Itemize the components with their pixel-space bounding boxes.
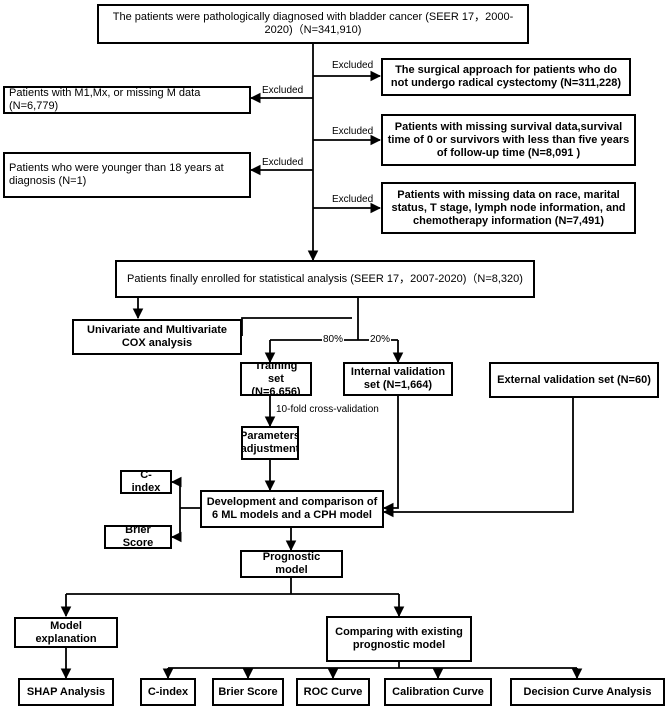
node-younger: Patients who were younger than 18 years … (3, 152, 251, 198)
node-start: The patients were pathologically diagnos… (97, 4, 529, 44)
node-training: Training set (N=6,656) (240, 362, 312, 396)
node-explanation: Model explanation (14, 617, 118, 648)
edge-label-excluded-4: Excluded (262, 157, 304, 168)
node-enrolled: Patients finally enrolled for statistica… (115, 260, 535, 298)
node-cindex-bottom: C-index (140, 678, 196, 706)
node-univariate: Univariate and Multivariate COX analysis (72, 319, 242, 355)
edge-label-80: 80% (322, 334, 345, 346)
node-calibration: Calibration Curve (384, 678, 492, 706)
edge-label-excluded-5: Excluded (332, 194, 374, 205)
node-m1: Patients with M1,Mx, or missing M data (… (3, 86, 251, 114)
node-prognostic: Prognostic model (240, 550, 343, 578)
edge-internal-to-development (382, 396, 399, 514)
edge-label-excluded-3: Excluded (332, 126, 374, 137)
node-comparing: Comparing with existing prognostic model (326, 616, 472, 662)
node-brier-top: Brier Score (104, 525, 172, 549)
node-params: Parameters adjustment (241, 426, 299, 460)
node-shap: SHAP Analysis (18, 678, 114, 706)
node-external: External validation set (N=60) (489, 362, 659, 398)
node-cindex-top: C-index (120, 470, 172, 494)
edge-label-20: 20% (369, 334, 392, 346)
node-surgical: The surgical approach for patients who d… (381, 58, 631, 96)
edge-univariate-back (241, 317, 352, 336)
edge-label-excluded-2: Excluded (262, 85, 304, 96)
edge-label-cv: 10-fold cross-validation (276, 404, 379, 415)
node-development: Development and comparison of 6 ML model… (200, 490, 384, 528)
edge-external-to-development (382, 398, 574, 518)
node-brier-bottom: Brier Score (212, 678, 284, 706)
edge-label-excluded-1: Excluded (332, 60, 374, 71)
node-decision: Decision Curve Analysis (510, 678, 665, 706)
node-missing: Patients with missing data on race, mari… (381, 182, 636, 234)
node-internal: Internal validation set (N=1,664) (343, 362, 453, 396)
node-survival: Patients with missing survival data,surv… (381, 114, 636, 166)
node-roc: ROC Curve (296, 678, 370, 706)
